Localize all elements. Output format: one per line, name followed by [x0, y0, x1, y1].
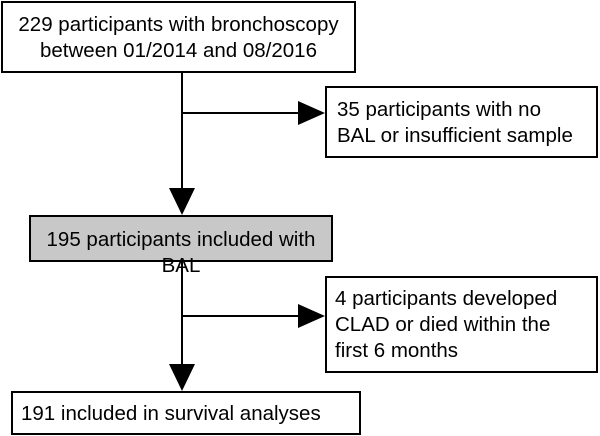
- box-included-with-bal: 195 participants included with BAL: [29, 215, 333, 277]
- arrow-right-icon: [298, 304, 325, 328]
- box-survival-analyses: 191 included in survival analyses: [11, 391, 361, 435]
- arrow-right-icon: [298, 101, 325, 125]
- arrow-down-icon: [169, 364, 195, 391]
- arrow-down-icon: [169, 188, 195, 215]
- box-excluded-clad-or-died: 4 participants developed CLAD or died wi…: [325, 276, 598, 373]
- box-excluded-no-bal: 35 participants with no BAL or insuffici…: [325, 86, 598, 158]
- box-bronchoscopy-participants: 229 participants with bronchoscopy betwe…: [1, 1, 356, 73]
